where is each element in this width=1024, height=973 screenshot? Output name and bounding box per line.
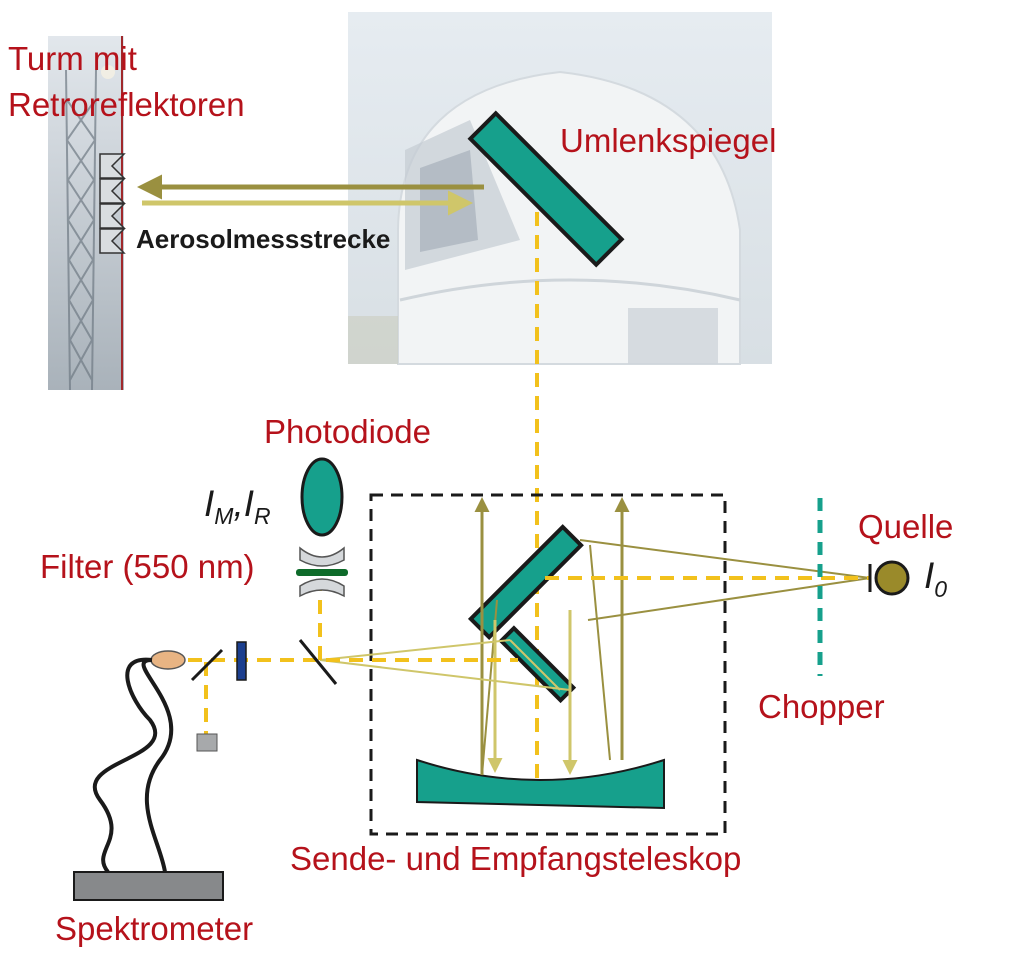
intensity-i-r: I: [244, 483, 254, 524]
telescope-beams: [319, 497, 871, 776]
filter-label: Filter (550 nm): [40, 548, 255, 585]
measurement-beams: [137, 174, 484, 216]
blue-filter: [236, 641, 247, 681]
comma: ,: [233, 483, 243, 524]
subscript-m: M: [214, 503, 234, 529]
source-label: Quelle: [858, 508, 953, 545]
subscript-0: 0: [934, 576, 947, 602]
telescope-box: [369, 493, 727, 836]
ellipse-photodiode-icon: [300, 457, 344, 537]
tower-label-line2: Retroreflektoren: [8, 86, 245, 123]
intensity-label-group: IM,IR: [204, 483, 271, 529]
circle-lamp-icon: [868, 560, 910, 596]
measurement-path-label: Aerosolmessstrecke: [136, 224, 390, 254]
beam-splitters: [190, 639, 338, 685]
photodiode-label: Photodiode: [264, 413, 431, 450]
primary-mirror: [416, 758, 665, 810]
fiber-optic-cable-icon: [92, 657, 174, 874]
spectrometer-label: Spektrometer: [55, 910, 253, 947]
deflection-mirror-label: Umlenkspiegel: [560, 122, 776, 159]
spectrometer-box: [73, 871, 224, 901]
deflection-mirror: [467, 110, 625, 268]
retroreflector-icon: [99, 153, 126, 254]
intensity-i-0: I: [924, 555, 934, 596]
telescope-label: Sende- und Empfangsteleskop: [290, 840, 741, 877]
secondary-mirror-upper: [467, 524, 584, 641]
secondary-mirror-lower: [498, 625, 577, 704]
fiber-coupler: [150, 650, 186, 670]
chopper-label: Chopper: [758, 688, 885, 725]
subscript-r: R: [254, 503, 271, 529]
source-intensity-group: I0: [924, 555, 947, 602]
filter-550nm: [296, 569, 348, 576]
tower-label-line1: Turm mit: [8, 40, 137, 77]
intensity-i-m: I: [204, 483, 214, 524]
small-detector: [196, 733, 218, 752]
lens-filter-stack: [296, 546, 348, 598]
